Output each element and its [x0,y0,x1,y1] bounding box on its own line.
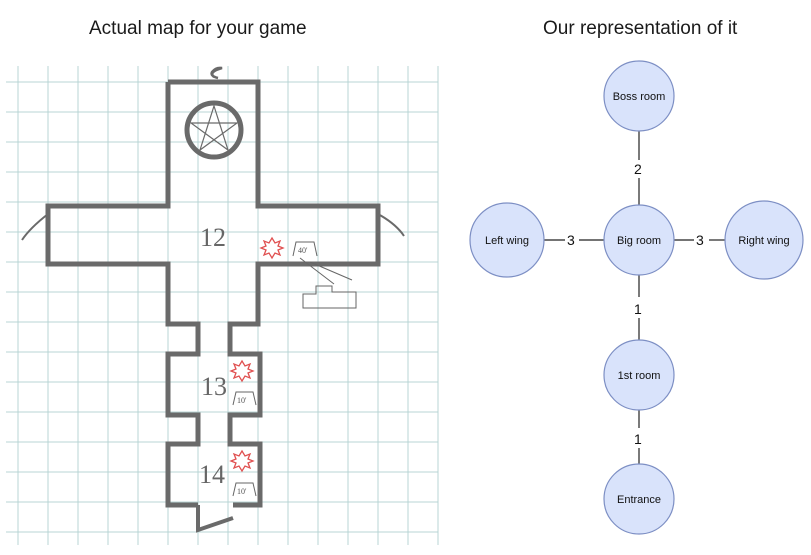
map-title: Actual map for your game [89,18,307,39]
room-number-14: 14 [199,460,225,489]
graph-edges [544,131,725,465]
node-first-room[interactable] [603,339,675,411]
room-number-13: 13 [201,372,227,401]
edge-label-big-right: 3 [696,232,704,248]
node-entrance[interactable] [603,463,675,535]
trap-label-40: 40' [298,246,308,255]
room-number-12: 12 [200,223,226,252]
edge-label-big-first: 1 [634,301,642,317]
graph-title: Our representation of it [543,18,738,39]
map-walls [45,79,381,533]
pentagram-icon [184,100,244,160]
trap-label-10a: 10' [237,396,247,405]
node-label-boss-room: Boss room [613,91,666,103]
node-label-first-room: 1st room [618,370,661,382]
node-label-entrance: Entrance [617,494,661,506]
map-doors [21,66,405,241]
graph-nodes [469,60,804,535]
node-label-left-wing: Left wing [485,235,529,247]
edge-label-first-entrance: 1 [634,431,642,447]
trap-markers [232,241,357,497]
node-big-room[interactable] [603,204,675,276]
trap-label-10b: 10' [237,487,247,496]
node-left-wing[interactable] [469,202,545,278]
trap-burst-icon [229,236,285,473]
node-label-big-room: Big room [617,235,661,247]
edge-label-left-big: 3 [567,232,575,248]
edge-label-boss-big: 2 [634,161,642,177]
node-right-wing[interactable] [724,200,804,280]
node-boss-room[interactable] [603,60,675,132]
node-label-right-wing: Right wing [738,235,789,247]
